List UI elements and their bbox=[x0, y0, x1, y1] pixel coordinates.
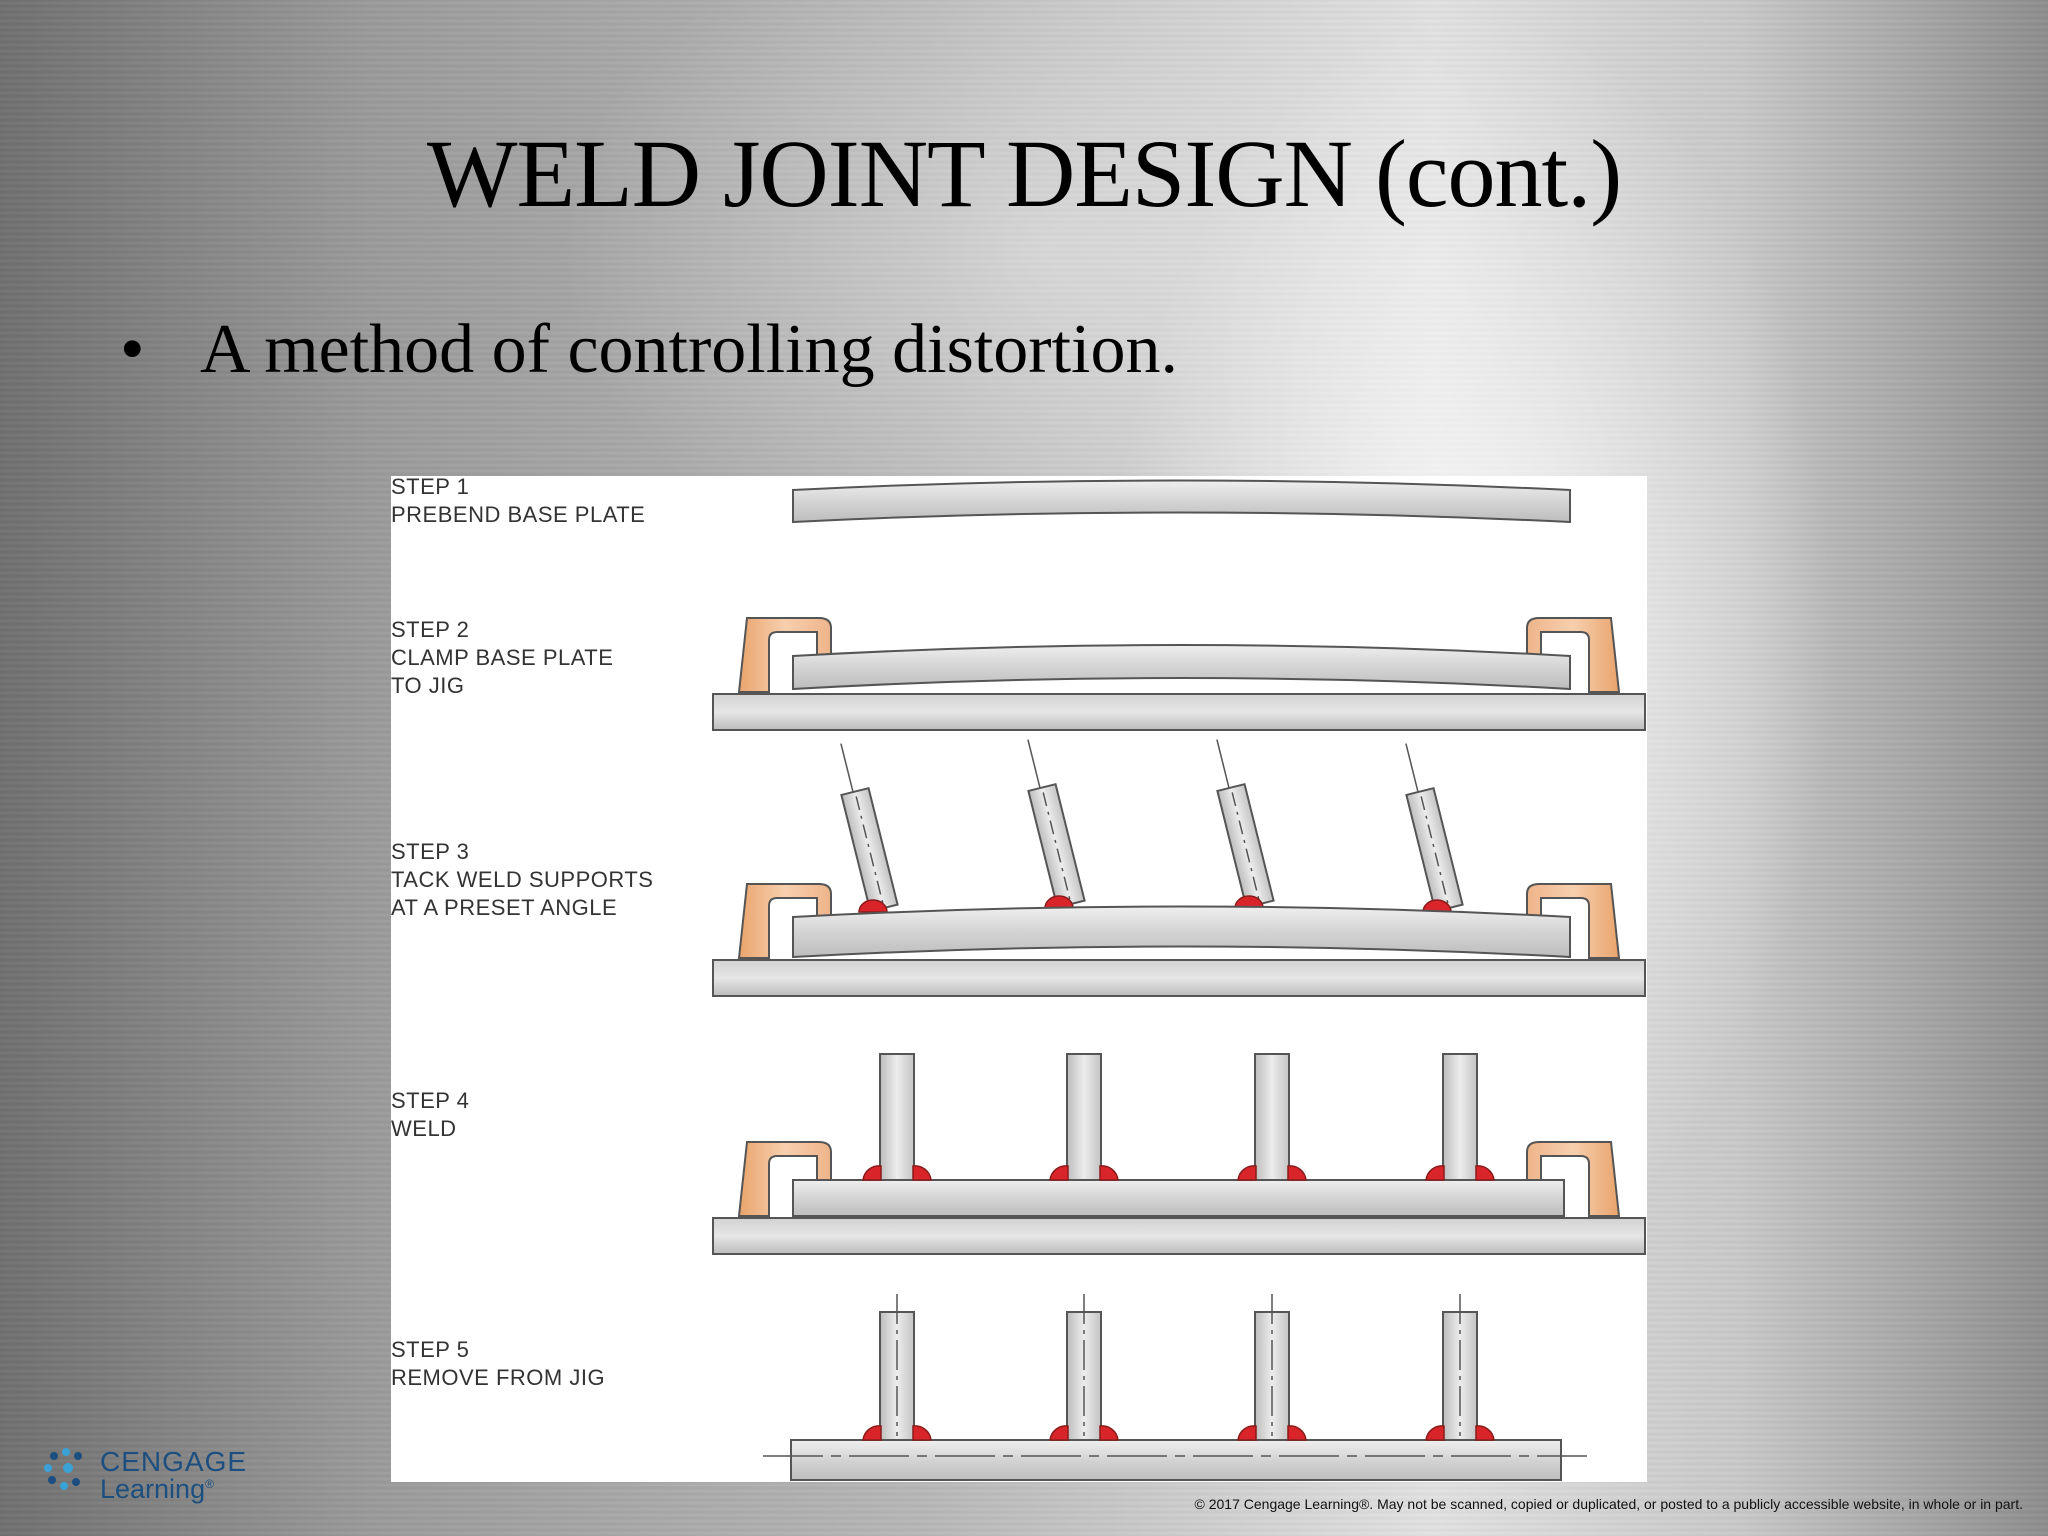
step-3-label: STEP 3 TACK WELD SUPPORTS AT A PRESET AN… bbox=[391, 838, 653, 922]
bullet-marker: • bbox=[120, 311, 145, 388]
step-3-description-line-2: AT A PRESET ANGLE bbox=[391, 895, 618, 920]
step-5-description: REMOVE FROM JIG bbox=[391, 1365, 606, 1390]
step-1-number: STEP 1 bbox=[391, 474, 470, 499]
step-2-label: STEP 2 CLAMP BASE PLATE TO JIG bbox=[391, 616, 613, 700]
bullet-text: A method of controlling distortion. bbox=[200, 311, 1178, 388]
step-1-label: STEP 1 PREBEND BASE PLATE bbox=[391, 473, 645, 529]
step-1-drawing bbox=[792, 479, 1571, 524]
step-3-drawing bbox=[712, 734, 1646, 997]
step-3-description-line-1: TACK WELD SUPPORTS bbox=[391, 867, 654, 892]
cengage-logo-mark-icon bbox=[44, 1448, 82, 1490]
step-2-description-line-2: TO JIG bbox=[391, 673, 465, 698]
step-3-number: STEP 3 bbox=[391, 839, 470, 864]
step-4-number: STEP 4 bbox=[391, 1088, 470, 1113]
step-4-drawing bbox=[712, 1053, 1646, 1255]
step-2-drawing bbox=[712, 617, 1646, 731]
step-4-label: STEP 4 WELD bbox=[391, 1087, 469, 1143]
step-2-number: STEP 2 bbox=[391, 617, 470, 642]
step-5-drawing bbox=[763, 1294, 1587, 1481]
distortion-control-diagram: STEP 1 PREBEND BASE PLATE STEP 2 CLAMP B… bbox=[391, 473, 1647, 1482]
step-1-description: PREBEND BASE PLATE bbox=[391, 502, 646, 527]
step-4-description: WELD bbox=[391, 1116, 457, 1141]
slide-title: WELD JOINT DESIGN (cont.) bbox=[426, 120, 1622, 227]
logo-registered-mark: ® bbox=[205, 1477, 214, 1491]
logo-word-cengage: CENGAGE bbox=[100, 1446, 248, 1477]
logo-word-learning: Learning® bbox=[100, 1474, 214, 1505]
step-5-label: STEP 5 REMOVE FROM JIG bbox=[391, 1336, 605, 1392]
step-2-description-line-1: CLAMP BASE PLATE bbox=[391, 645, 614, 670]
logo-word-learning-text: Learning bbox=[100, 1474, 206, 1504]
diagram-drawing bbox=[712, 479, 1646, 1481]
step-5-number: STEP 5 bbox=[391, 1337, 470, 1362]
copyright-notice: © 2017 Cengage Learning®. May not be sca… bbox=[1194, 1496, 2023, 1512]
cengage-logo: CENGAGE Learning® bbox=[42, 1446, 262, 1506]
